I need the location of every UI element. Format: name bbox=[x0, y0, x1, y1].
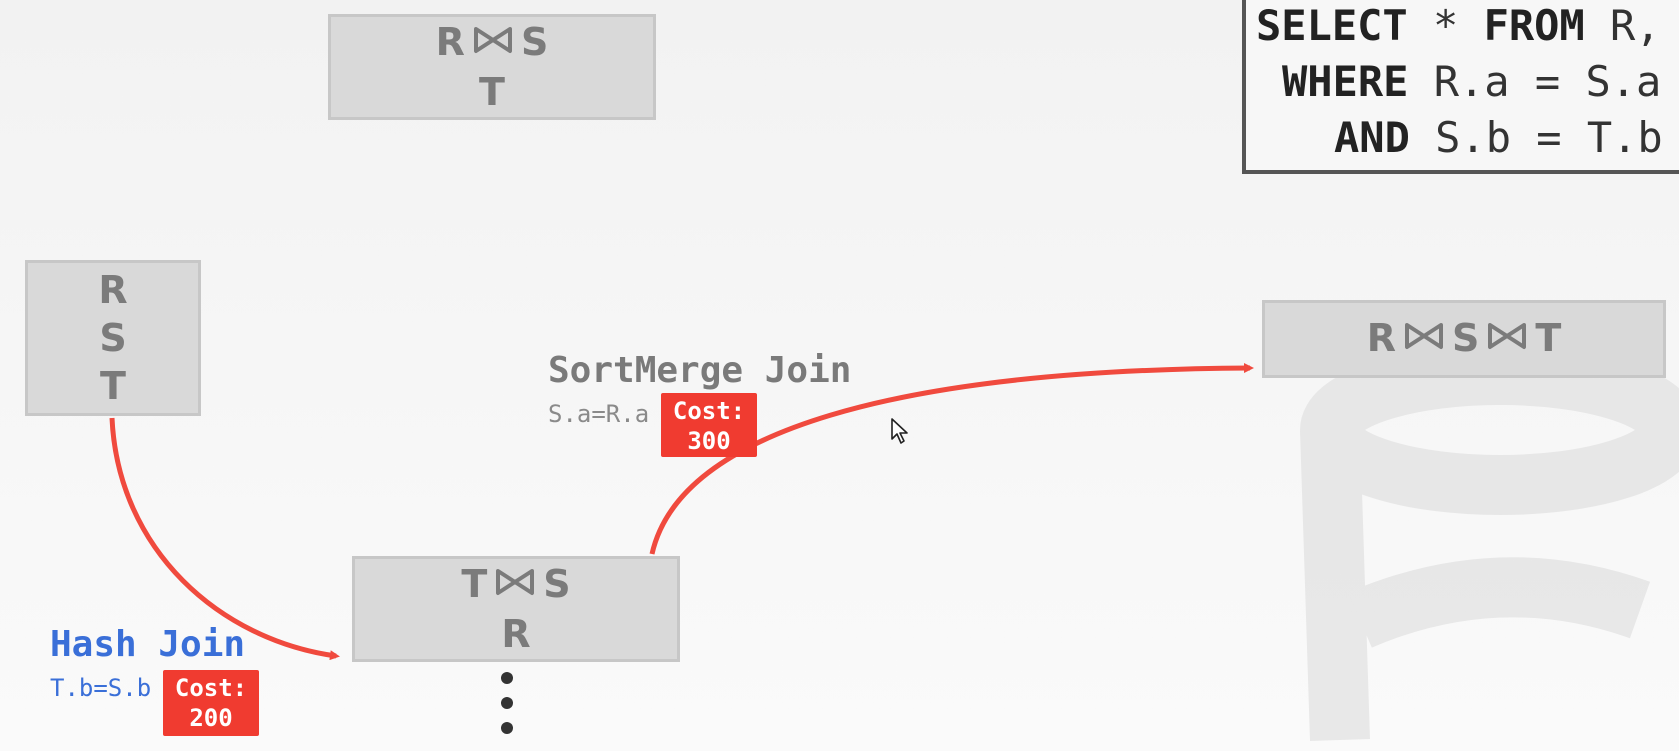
node-final-line: R S T bbox=[1367, 314, 1562, 365]
node-final-rel-t: T bbox=[1535, 315, 1562, 360]
node-final-rel-s: S bbox=[1451, 315, 1480, 360]
node-base-relations: R S T bbox=[25, 260, 201, 416]
hash-join-title: Hash Join bbox=[50, 624, 246, 665]
sortmerge-join-predicate: S.a=R.a bbox=[548, 400, 650, 428]
edge-hash-join-arrow bbox=[109, 417, 340, 661]
node-final-rel-r: R bbox=[1366, 315, 1396, 360]
hash-join-predicate: T.b=S.b bbox=[50, 674, 152, 702]
node-base-r: R bbox=[98, 268, 128, 312]
node-rs-t-rel-s: S bbox=[520, 19, 549, 64]
sql-line-and: AND S.b = T.b bbox=[1334, 110, 1663, 166]
hash-join-cost-value: 200 bbox=[189, 704, 233, 732]
bowtie-join-icon bbox=[1487, 313, 1527, 361]
sql-and-keyword: AND bbox=[1334, 113, 1410, 162]
edge-sortmerge-join-arrow bbox=[649, 363, 1254, 555]
sortmerge-join-cost-badge: Cost: 300 bbox=[661, 393, 757, 457]
node-ts-r-rel-s: S bbox=[543, 561, 571, 606]
node-rs-t-rel-r: R bbox=[435, 19, 465, 64]
sql-select-keyword: SELECT bbox=[1256, 1, 1408, 50]
mouse-cursor-icon bbox=[891, 418, 908, 444]
sql-line-select: SELECT * FROM R, bbox=[1256, 0, 1661, 54]
node-rs-t-line2: T bbox=[479, 70, 505, 115]
sql-where-keyword: WHERE bbox=[1282, 57, 1409, 106]
node-base-s: S bbox=[99, 316, 127, 360]
sql-query-box: SELECT * FROM R, WHERE R.a = S.a AND S.b… bbox=[1242, 0, 1679, 174]
node-ts-r-rel-t: T bbox=[461, 561, 488, 606]
hash-join-cost-badge: Cost: 200 bbox=[163, 670, 259, 736]
sql-from-tables: R, bbox=[1584, 1, 1661, 50]
node-ts-r-line2: R bbox=[501, 612, 531, 657]
hash-join-cost-label: Cost: bbox=[174, 674, 248, 702]
sql-where-predicate: R.a = S.a bbox=[1408, 57, 1662, 106]
bowtie-join-icon bbox=[495, 559, 535, 607]
bowtie-join-icon bbox=[473, 17, 513, 65]
more-plans-ellipsis-icon bbox=[501, 672, 513, 747]
sortmerge-join-cost-value: 300 bbox=[687, 427, 731, 455]
node-final: R S T bbox=[1262, 300, 1666, 378]
sql-line-where: WHERE R.a = S.a bbox=[1282, 54, 1661, 110]
sortmerge-join-cost-label: Cost: bbox=[672, 397, 746, 425]
bowtie-join-icon bbox=[1404, 313, 1444, 361]
sql-star: * bbox=[1407, 1, 1484, 50]
node-base-t: T bbox=[100, 364, 126, 408]
sql-and-predicate: S.b = T.b bbox=[1409, 113, 1663, 162]
sql-from-keyword: FROM bbox=[1483, 1, 1585, 50]
sortmerge-join-title: SortMerge Join bbox=[548, 350, 852, 391]
